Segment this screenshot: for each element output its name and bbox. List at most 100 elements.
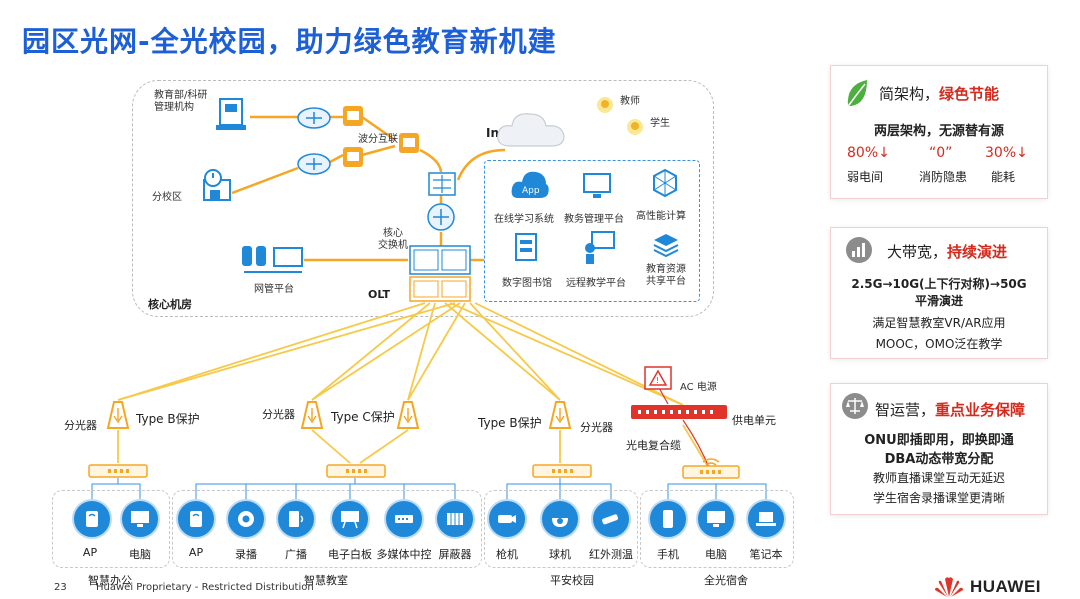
huawei-flower-icon	[935, 577, 963, 597]
camera-dome-icon	[226, 499, 266, 539]
wdm-icon-2	[343, 147, 363, 167]
panel-line: MOOC，OMO泛在教学	[875, 337, 1003, 351]
phone-icon	[648, 499, 688, 539]
device-label: 录播	[235, 548, 257, 561]
pc-icon	[696, 499, 736, 539]
page-number: 23	[54, 582, 67, 593]
panel-title: 简架构，绿色节能	[879, 85, 1000, 103]
cloud-icon	[497, 113, 565, 147]
wdm-label: 波分互联	[358, 134, 398, 145]
firewall-icon	[428, 172, 456, 196]
device-group-classroom	[172, 490, 482, 568]
ministry-label: 教育部/科研管理机构	[154, 90, 208, 113]
core-switch-icon	[427, 203, 455, 231]
device-group-dorm	[640, 490, 794, 568]
shield-box-icon	[435, 499, 475, 539]
splitter-icon	[548, 401, 572, 429]
controller-icon	[384, 499, 424, 539]
ac-power-icon: !	[644, 366, 672, 390]
device-label: AP	[188, 546, 204, 559]
onu-icon	[326, 464, 386, 478]
service-label: 教务管理平台	[564, 214, 624, 225]
protection-label: Type B保护	[478, 416, 542, 430]
device-label: 屏蔽器	[438, 548, 472, 561]
cable-label: 光电复合缆	[626, 439, 681, 452]
panel-title: 大带宽，持续演进	[887, 243, 1008, 261]
panel-line: ONU即插即用，即换即通	[864, 433, 1014, 448]
bullet-camera-icon	[487, 499, 527, 539]
teacher-label: 教师	[620, 96, 640, 107]
core-room-area	[132, 80, 714, 317]
footer-text: Huawei Proprietary - Restricted Distribu…	[96, 582, 314, 593]
service-label: 教育资源共享平台	[646, 264, 686, 287]
device-label: 电脑	[705, 548, 727, 561]
nms-label: 网管平台	[254, 284, 294, 295]
service-label: 在线学习系统	[494, 214, 554, 225]
splitter-icon	[106, 401, 130, 429]
core-room-label: 核心机房	[148, 298, 192, 311]
leaf-icon	[847, 80, 867, 106]
dome-camera-icon	[540, 499, 580, 539]
stat-label: 能耗	[991, 170, 1016, 184]
library-icon	[515, 233, 537, 261]
laptop-icon	[746, 499, 786, 539]
huawei-logo: HUAWEI	[934, 575, 1041, 599]
device-group-security	[484, 490, 638, 568]
speaker-icon	[276, 499, 316, 539]
power-unit-label: 供电单元	[732, 414, 776, 427]
group-label: 智慧办公	[88, 574, 132, 587]
device-label: 球机	[549, 548, 571, 561]
device-label: 手机	[657, 548, 679, 561]
router-icon-2	[297, 153, 331, 175]
stat-label: 消防隐患	[919, 170, 968, 184]
service-label: 数字图书馆	[502, 278, 552, 289]
monitor-icon	[583, 173, 611, 198]
student-label: 学生	[650, 118, 670, 129]
router-icon-1	[297, 107, 331, 129]
group-label: 平安校园	[550, 574, 594, 587]
thermal-icon	[591, 499, 631, 539]
stat-value: “0”	[929, 145, 953, 161]
stat-label: 弱电间	[847, 170, 884, 184]
service-label: 远程教学平台	[566, 278, 626, 289]
group-label: 智慧教室	[304, 574, 348, 587]
protection-label: Type B保护	[136, 412, 200, 426]
panel-bandwidth: 大带宽，持续演进 2.5G→10G(上下行对称)→50G 平滑演进 满足智慧教室…	[831, 228, 1047, 358]
wifi-onu-icon	[682, 458, 740, 479]
app-icon: App	[511, 171, 549, 198]
svg-text:!: !	[656, 376, 659, 385]
device-label: 电子白板	[328, 548, 372, 561]
services-area	[484, 160, 700, 302]
ap-icon	[72, 499, 112, 539]
panel-line: 平滑演进	[914, 294, 963, 308]
splitter-icon	[396, 401, 420, 429]
device-label: 广播	[285, 548, 307, 561]
device-label: 红外测温	[589, 548, 633, 561]
power-unit-icon	[631, 405, 727, 419]
ap-icon	[176, 499, 216, 539]
scale-icon	[842, 393, 868, 419]
device-label: 电脑	[129, 548, 151, 561]
pc-icon	[120, 499, 160, 539]
group-label: 全光宿舍	[704, 574, 748, 587]
device-label: 枪机	[496, 548, 518, 561]
olt-label: OLT	[368, 288, 391, 301]
panel-line: 教师直播课堂互动无延迟	[872, 471, 1005, 485]
ac-power-label: AC 电源	[680, 382, 717, 393]
panel-green: 简架构，绿色节能 两层架构，无源替有源 80%↓ “0” 30%↓ 弱电间 消防…	[831, 66, 1047, 198]
stack-icon	[653, 234, 679, 258]
stat-value: 80%↓	[847, 145, 890, 161]
panel-line: 2.5G→10G(上下行对称)→50G	[851, 277, 1027, 291]
wdm-icon-3	[399, 133, 419, 153]
panel-title: 智运营，重点业务保障	[875, 401, 1026, 419]
panel-line: DBA动态带宽分配	[884, 452, 994, 467]
protection-label: Type C保护	[331, 410, 395, 424]
ministry-icon	[216, 98, 246, 130]
stat-value: 30%↓	[985, 145, 1028, 161]
splitter-label: 分光器	[262, 408, 295, 421]
splitter-label: 分光器	[64, 419, 97, 432]
page-title: 园区光网-全光校园，助力绿色教育新机建	[22, 25, 557, 58]
panel-operations: 智运营，重点业务保障 ONU即插即用，即换即通 DBA动态带宽分配 教师直播课堂…	[831, 384, 1047, 514]
splitter-label: 分光器	[580, 421, 613, 434]
